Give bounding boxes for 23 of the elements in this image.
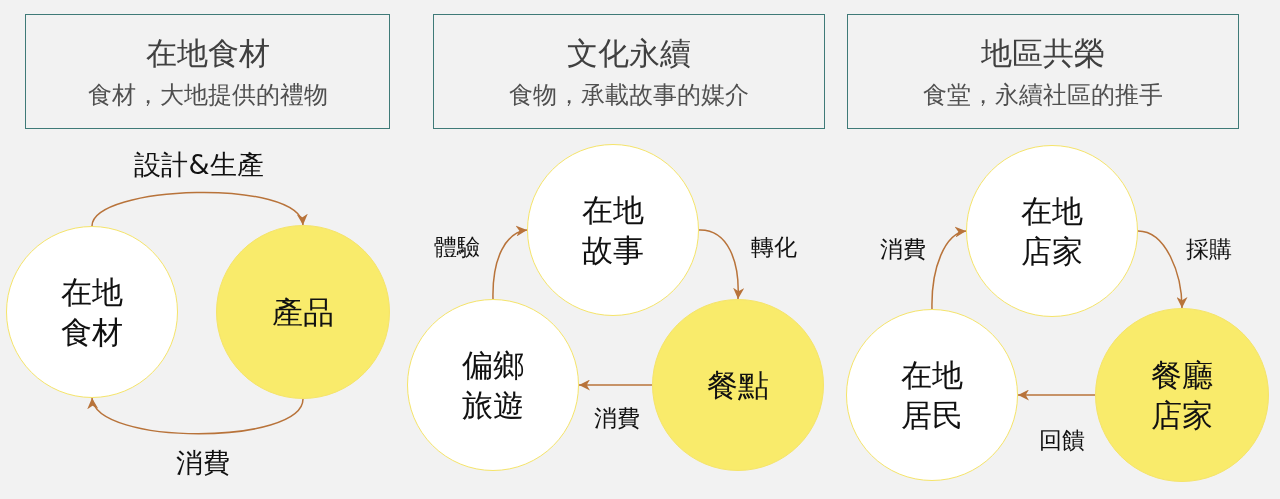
header-title: 地區共榮 (981, 33, 1105, 73)
node-label: 餐點 (706, 366, 770, 405)
arrow (578, 379, 653, 391)
arrow (1017, 389, 1096, 401)
header-subtitle: 食材，大地提供的禮物 (87, 79, 328, 111)
header-title: 文化永續 (567, 33, 691, 73)
node-label: 偏鄉旅遊 (461, 346, 525, 425)
node-label: 在地食材 (60, 273, 124, 352)
node-label: 在地故事 (581, 191, 645, 270)
arrow (492, 226, 528, 300)
arrow (698, 229, 744, 300)
node-label: 在地店家 (1020, 192, 1084, 271)
header-subtitle: 食物，承載故事的媒介 (509, 79, 749, 111)
node-label: 餐廳店家 (1150, 356, 1214, 435)
arrow (1137, 230, 1188, 309)
node-label: 產品 (271, 293, 335, 332)
header-title: 在地食材 (145, 33, 270, 73)
node-label: 在地居民 (900, 356, 964, 435)
header-box (433, 14, 825, 129)
header-subtitle: 食堂，永續社區的推手 (923, 79, 1163, 111)
header-box (25, 14, 390, 129)
arrow (931, 228, 967, 310)
header-box (847, 14, 1239, 129)
